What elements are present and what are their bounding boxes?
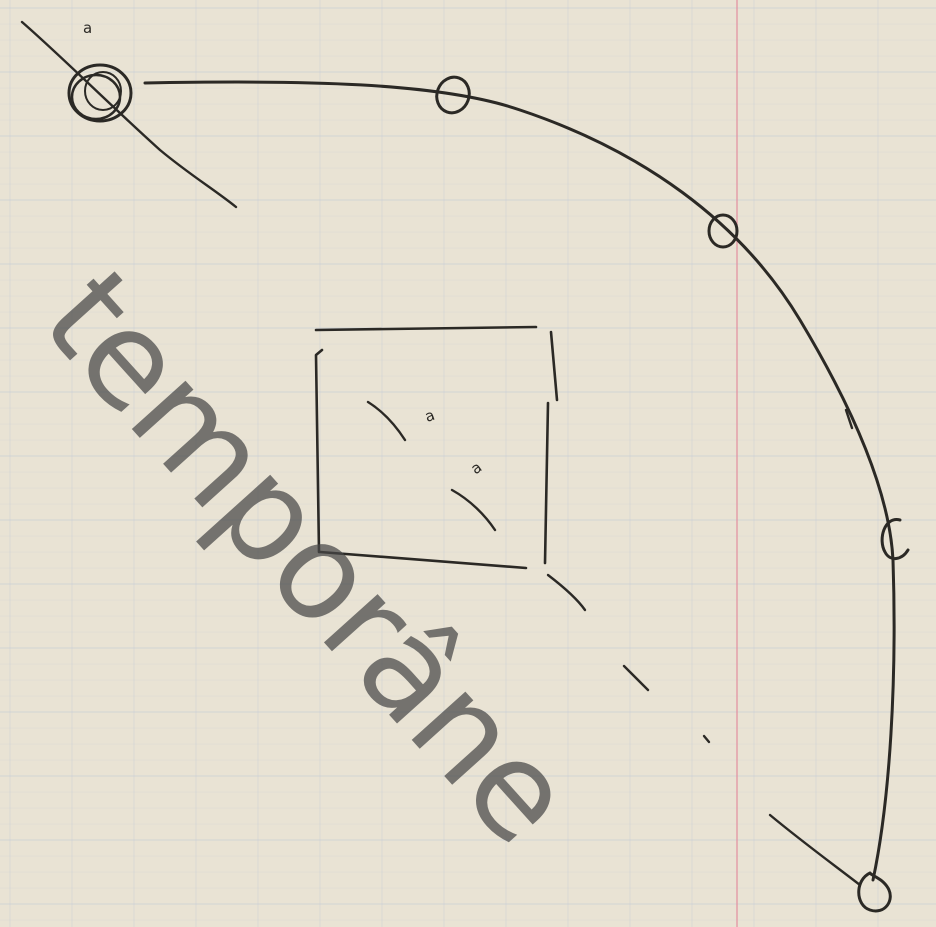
center-square — [316, 327, 557, 568]
inner-mark-lower: a — [467, 458, 485, 478]
inner-mark-upper: a — [422, 406, 437, 426]
arc-node-3 — [882, 520, 908, 559]
inner-stroke-2 — [452, 490, 495, 530]
diagonal-stroke-top — [22, 22, 236, 207]
arc-path — [145, 82, 894, 880]
arc-node-2 — [709, 215, 737, 247]
diagonal-dashes — [548, 575, 860, 885]
inner-stroke-1 — [368, 402, 405, 440]
top-left-mark: a — [83, 19, 92, 37]
